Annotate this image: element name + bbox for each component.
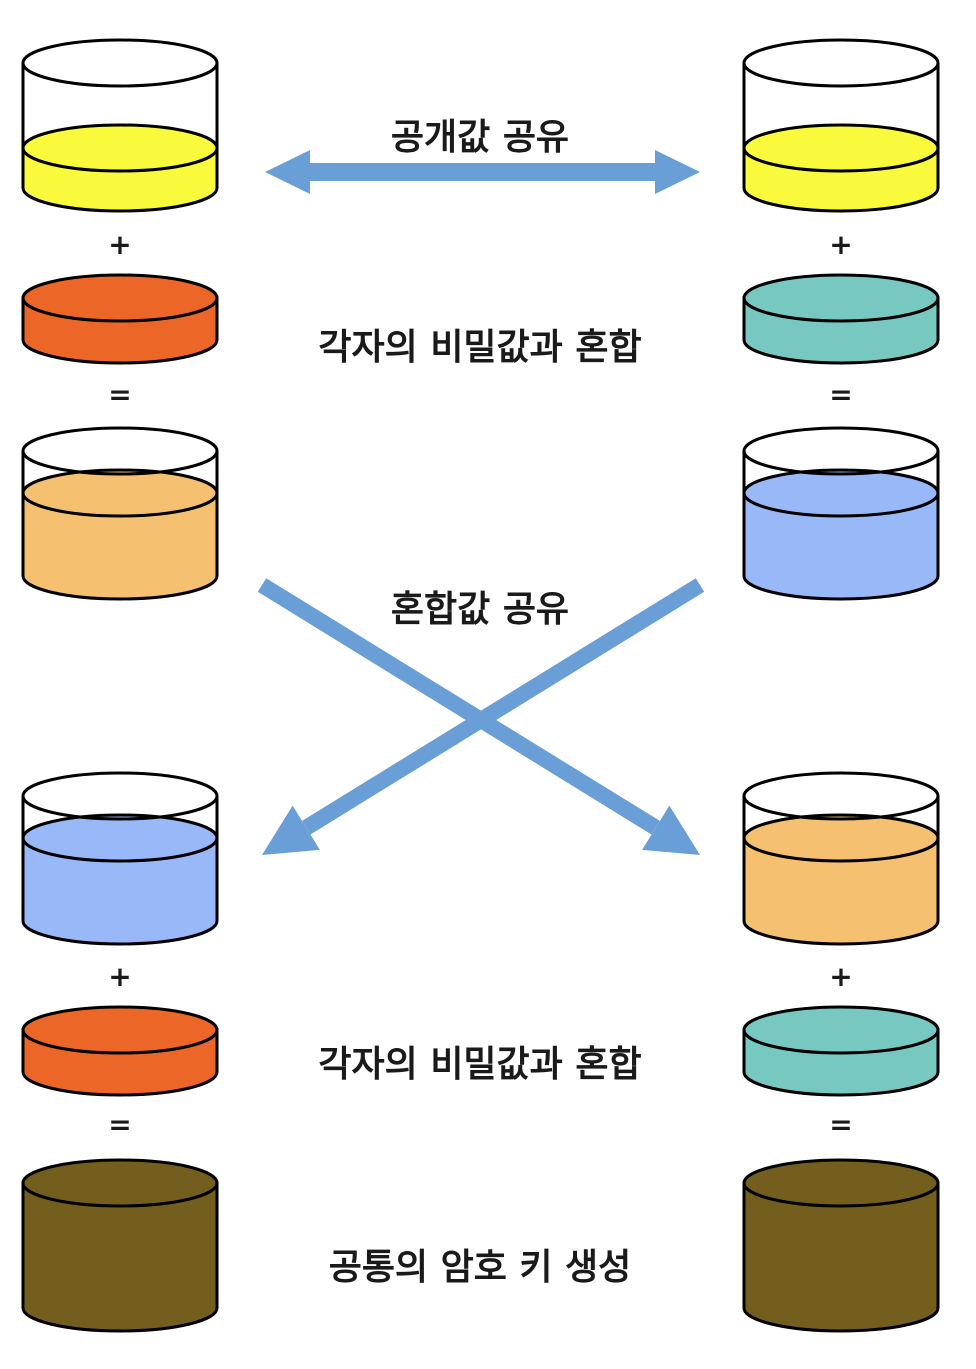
secret-color-disc-right	[742, 273, 940, 365]
equals-sign-right-bottom: =	[829, 1108, 853, 1141]
plus-sign-left-bottom: +	[108, 960, 132, 993]
cross-arrow-to-right-icon	[257, 578, 700, 855]
mix-secret-label-bottom: 각자의 비밀값과 혼합	[318, 1044, 642, 1085]
share-mixed-label: 혼합값 공유	[390, 589, 570, 630]
received-mix-beaker-left	[21, 771, 219, 946]
shared-key-beaker-right	[742, 1158, 940, 1333]
mixed-paint-beaker-right	[742, 426, 940, 601]
mix-secret-label-top: 각자의 비밀값과 혼합	[318, 327, 642, 368]
shared-key-label: 공통의 암호 키 생성	[328, 1247, 632, 1288]
plus-sign-left-top: +	[108, 228, 132, 261]
containers-layer	[21, 38, 940, 1333]
arrows-layer	[257, 150, 705, 855]
share-public-label: 공개값 공유	[390, 117, 570, 158]
double-arrow-icon	[265, 150, 700, 194]
secret-color-disc-right-bottom	[742, 1005, 940, 1097]
secret-color-disc-left	[21, 273, 219, 365]
equals-sign-right-top: =	[829, 378, 853, 411]
public-paint-beaker-left	[21, 38, 219, 213]
mixed-paint-beaker-left	[21, 426, 219, 601]
plus-sign-right-bottom: +	[829, 960, 853, 993]
secret-color-disc-left-bottom	[21, 1005, 219, 1097]
cross-arrow-to-left-icon	[262, 578, 705, 855]
shared-key-beaker-left	[21, 1158, 219, 1333]
equals-sign-left-top: =	[108, 378, 132, 411]
plus-sign-right-top: +	[829, 228, 853, 261]
equals-sign-left-bottom: =	[108, 1108, 132, 1141]
public-paint-beaker-right	[742, 38, 940, 213]
received-mix-beaker-right	[742, 771, 940, 946]
